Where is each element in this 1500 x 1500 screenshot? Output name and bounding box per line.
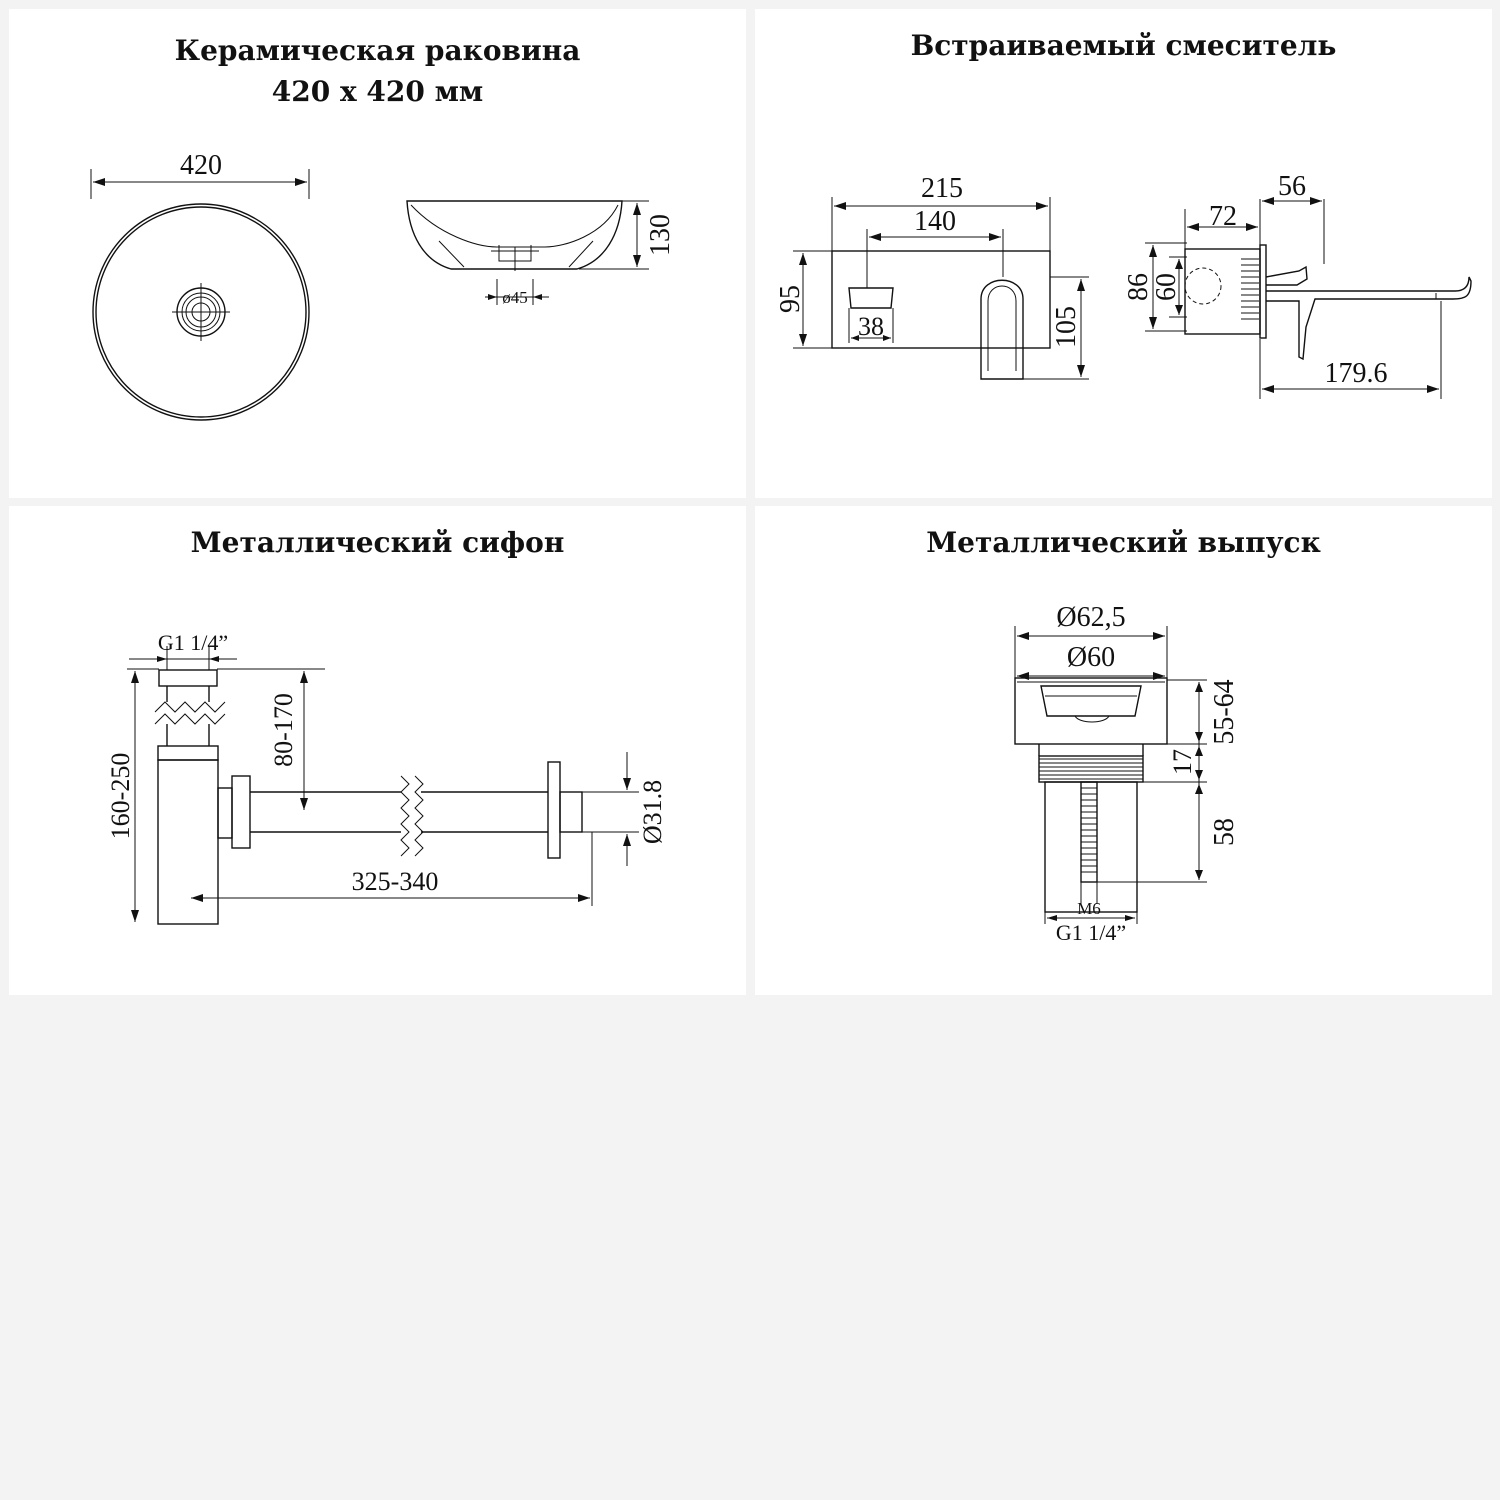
mixer-panel: Встраиваемый смеситель 215 140 — [755, 9, 1492, 498]
mixer-reach-dimension: 179.6 — [1259, 301, 1442, 399]
mixer-60-label: 60 — [1151, 273, 1182, 301]
mixer-95-label: 95 — [775, 285, 806, 313]
siphon-diameter-label: Ø31.8 — [638, 780, 667, 844]
siphon-drawing: G1 1/4” 80-170 160-250 Ø31.8 — [106, 630, 667, 925]
outlet-height-dimensions: 55-64 17 58 — [1097, 679, 1240, 883]
basin-width-dimension: 420 — [90, 150, 310, 199]
siphon-thread-label: G1 1/4” — [158, 630, 228, 655]
basin-width-label: 420 — [180, 150, 222, 181]
outlet-title: Металлический выпуск — [926, 526, 1321, 559]
basin-drain-dimension: ø45 — [485, 279, 549, 307]
siphon-panel: Металлический сифон — [9, 506, 746, 995]
outlet-outer-dimension: Ø62,5 — [1014, 602, 1168, 678]
mixer-95-dimension: 95 — [775, 250, 832, 349]
basin-drawing: 420 130 ø45 — [90, 150, 676, 421]
mixer-38-label: 38 — [858, 312, 884, 341]
outlet-58-label: 58 — [1209, 818, 1240, 846]
siphon-length-label: 325-340 — [352, 867, 439, 896]
mixer-height-dimensions: 86 60 — [1123, 242, 1187, 332]
mixer-105-dimension: 105 — [1023, 276, 1089, 380]
mixer-72-label: 72 — [1209, 201, 1237, 232]
outlet-inner-dimension: Ø60 — [1017, 642, 1165, 680]
outlet-inner-label: Ø60 — [1067, 642, 1115, 673]
siphon-height-dimension: 160-250 — [106, 668, 159, 922]
mixer-140-label: 140 — [914, 206, 956, 237]
basin-drain-label: ø45 — [502, 288, 528, 307]
siphon-body — [154, 669, 583, 925]
siphon-thread-dimension: G1 1/4” — [129, 630, 237, 670]
mixer-side-view — [1184, 244, 1472, 361]
mixer-drawing: 215 140 95 38 — [775, 171, 1472, 399]
mixer-front-view — [831, 250, 1051, 380]
outlet-body — [1014, 677, 1168, 913]
outlet-panel: Металлический выпуск Ø62,5 — [755, 506, 1492, 995]
mixer-179-label: 179.6 — [1325, 358, 1388, 389]
basin-top-view — [92, 203, 310, 421]
outlet-17-label: 17 — [1168, 749, 1197, 775]
mixer-86-label: 86 — [1123, 273, 1154, 301]
basin-height-label: 130 — [645, 214, 676, 256]
siphon-inlet-dimension: 80-170 — [217, 668, 325, 810]
basin-title: Керамическая раковина 420 х 420 мм — [9, 30, 746, 112]
outlet-drawing: Ø62,5 Ø60 55-64 17 58 M6 — [1014, 602, 1240, 945]
siphon-inlet-label: 80-170 — [269, 693, 298, 767]
basin-title-line2: 420 х 420 мм — [271, 75, 484, 108]
mixer-depth-dimensions: 72 56 — [1184, 171, 1325, 264]
siphon-length-dimension: 325-340 — [191, 832, 593, 906]
outlet-outer-label: Ø62,5 — [1056, 602, 1125, 633]
siphon-title: Металлический сифон — [190, 526, 565, 559]
outlet-thread-label: G1 1/4” — [1056, 920, 1126, 945]
mixer-56-label: 56 — [1278, 171, 1306, 202]
basin-panel: Керамическая раковина 420 х 420 мм 420 — [9, 9, 746, 498]
mixer-spacing-dimension: 140 — [866, 206, 1004, 288]
siphon-diameter-dimension: Ø31.8 — [582, 752, 667, 866]
outlet-screw-label: M6 — [1077, 899, 1101, 918]
mixer-title: Встраиваемый смеситель — [910, 29, 1337, 62]
outlet-bottom-dimensions: M6 G1 1/4” — [1044, 882, 1138, 945]
basin-height-dimension: 130 — [579, 200, 676, 270]
mixer-38-dimension: 38 — [848, 308, 894, 343]
basin-side-view — [406, 200, 623, 271]
outlet-range-label: 55-64 — [1209, 679, 1240, 744]
mixer-105-label: 105 — [1051, 306, 1082, 348]
mixer-width-dimension: 215 — [831, 173, 1051, 251]
basin-title-line1: Керамическая раковина — [174, 34, 581, 67]
mixer-215-label: 215 — [921, 173, 963, 204]
siphon-height-label: 160-250 — [106, 753, 135, 840]
